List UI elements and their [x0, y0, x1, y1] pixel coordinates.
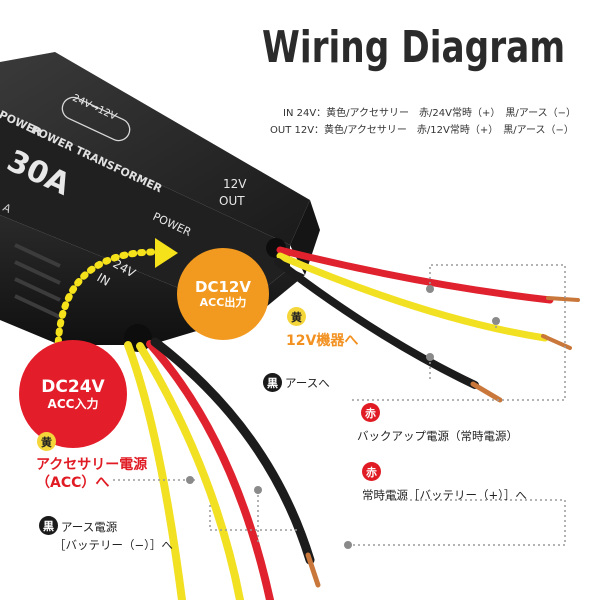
box-in-port-line2: IN	[95, 270, 113, 288]
input-bubble: DC24V ACC入力	[19, 340, 127, 448]
label-out-yellow: 12V機器へ	[286, 333, 359, 349]
in-red-wire	[146, 340, 274, 600]
label-in-black-1: アース電源	[61, 520, 118, 534]
output-bubble-voltage: DC12V	[195, 278, 251, 296]
out-black-wire	[274, 258, 479, 389]
in-yellow-wire-left	[124, 341, 186, 600]
box-badge-frame	[61, 96, 131, 142]
spec-input: IN 24V：黄色/アクセサリー 赤/24V常時（+） 黒/アース（−）	[283, 108, 577, 119]
out-yellow-wire	[276, 252, 549, 342]
converter-box: 24V→12V POWER POWER TRANSFORMER 30A A 12…	[0, 52, 320, 352]
arrow-head	[155, 238, 178, 268]
out-red-wire	[276, 246, 554, 304]
label-in-yellow-2: （ACC）へ	[36, 475, 110, 491]
box-vents	[14, 243, 61, 319]
out-yellow-copper	[541, 334, 572, 350]
badge-black-in: 黒	[39, 516, 58, 535]
box-out-port-line1: 12V	[223, 177, 247, 191]
spec-output: OUT 12V：黄色/アクセサリー 赤/12V常時（+） 黒/アース（−）	[270, 125, 574, 136]
input-wires	[124, 337, 321, 600]
badge-yellow-in: 黄	[37, 432, 56, 451]
out-black-copper	[470, 381, 503, 403]
badge-red-out: 赤	[361, 403, 380, 422]
label-out-red: バックアップ電源（常時電源）	[357, 429, 518, 443]
in-yellow-wire	[136, 342, 244, 600]
conversion-arrow	[54, 248, 164, 364]
badge-yellow-out: 黄	[287, 307, 306, 326]
box-out-port-line2: OUT	[219, 194, 245, 208]
out-red-copper	[546, 296, 580, 302]
box-top-face	[0, 52, 310, 245]
callout-dots	[186, 285, 500, 549]
input-bubble-voltage: DC24V	[41, 377, 105, 397]
label-in-yellow-1: アクセサリー電源	[36, 457, 148, 473]
badge-black-out: 黒	[263, 373, 282, 392]
callout-red-in	[209, 505, 300, 531]
label-out-black: アースへ	[285, 376, 330, 390]
page-title: Wiring Diagram	[262, 22, 566, 73]
output-bubble: DC12V ACC出力	[177, 248, 269, 340]
in-black-copper	[305, 552, 321, 588]
output-wires	[274, 246, 580, 403]
badge-red-in: 赤	[362, 462, 381, 481]
output-bubble-label: ACC出力	[199, 296, 247, 309]
label-in-red: 常時電源［バッテリー（+）］へ	[362, 488, 527, 502]
in-black-wire	[150, 337, 315, 565]
input-bubble-label: ACC入力	[47, 397, 99, 411]
label-in-black-2: ［バッテリー（−）］へ	[54, 538, 173, 552]
callout-red-out	[429, 264, 566, 400]
callout-red-in-right	[350, 499, 566, 546]
callout-lines	[110, 264, 566, 546]
